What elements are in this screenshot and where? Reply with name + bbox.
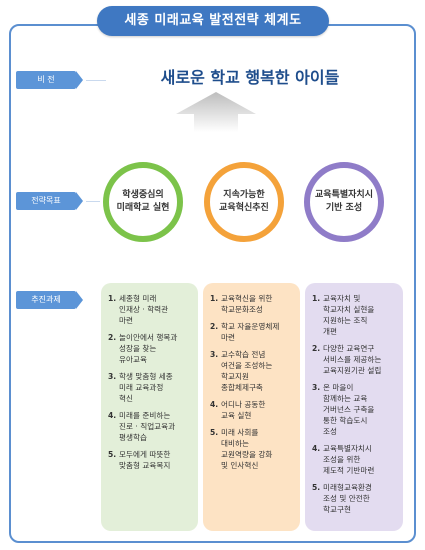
task-item: 1.교육혁신을 위한 학교문화조성 (210, 294, 273, 314)
task-item: 3.교수학습 전념 여건을 조성하는 학교지원 종합체제구축 (210, 350, 273, 392)
vision-statement: 새로운 학교 행복한 아이들 (160, 68, 340, 87)
task-item: 4.어디나 공동한 교육 실현 (210, 400, 266, 420)
task-item: 3.온 마을이 함께하는 교육 거버넌스 구축을 통한 학습도시 조성 (312, 383, 375, 436)
goal-circle-2: 지속가능한 교육혁신추진 (204, 162, 284, 242)
goal-label: 전략목표 (16, 192, 83, 210)
task-item: 2.학교 자율운영체제 마련 (210, 322, 280, 342)
task-item: 5.미래형교육환경 조성 및 안전한 학교구현 (312, 483, 372, 514)
task-item: 1.세종형 미래 인재상 · 학력관 마련 (108, 294, 169, 325)
goal-text-3: 교육특별자치시 기반 조성 (315, 190, 373, 213)
vision-connector (86, 80, 106, 81)
task-item: 4.교육특별자치시 조성을 위한 제도적 기반마련 (312, 444, 375, 475)
task-item: 3.학생 맞춤형 세종 미래 교육과정 혁신 (108, 372, 173, 403)
goal-circle-1: 학생중심의 미래학교 실현 (103, 162, 183, 242)
vision-label: 비 전 (16, 71, 83, 89)
task-item: 2.놀이안에서 행복과 성장을 찾는 유아교육 (108, 333, 178, 364)
goal-circle-3: 교육특별자치시 기반 조성 (304, 162, 384, 242)
task-item: 5.모두에게 따뜻한 맞춤형 교육복지 (108, 450, 171, 470)
task-column-1: 1.세종형 미래 인재상 · 학력관 마련 2.놀이안에서 행복과 성장을 찾는… (101, 283, 198, 531)
task-label: 추진과제 (16, 291, 83, 309)
task-item: 5.미래 사회를 대비하는 교원역량을 강화 및 인사혁신 (210, 428, 273, 470)
goal-connector (86, 201, 100, 202)
goal-text-2: 지속가능한 교육혁신추진 (219, 190, 269, 213)
task-column-3: 1.교육자치 및 학교자치 실현을 지원하는 조직 개편 2.다양한 교육연구 … (305, 283, 403, 531)
page-title: 세종 미래교육 발전전략 체계도 (97, 6, 329, 36)
goal-text-1: 학생중심의 미래학교 실현 (116, 190, 170, 213)
up-arrow-icon (176, 92, 256, 132)
task-item: 4.미래를 준비하는 진로 · 직업교육과 평생학습 (108, 411, 176, 442)
task-item: 1.교육자치 및 학교자치 실현을 지원하는 조직 개편 (312, 294, 375, 336)
task-column-2: 1.교육혁신을 위한 학교문화조성 2.학교 자율운영체제 마련 3.교수학습 … (203, 283, 300, 531)
task-item: 2.다양한 교육연구 서비스를 제공하는 교육지원기관 설립 (312, 344, 382, 375)
